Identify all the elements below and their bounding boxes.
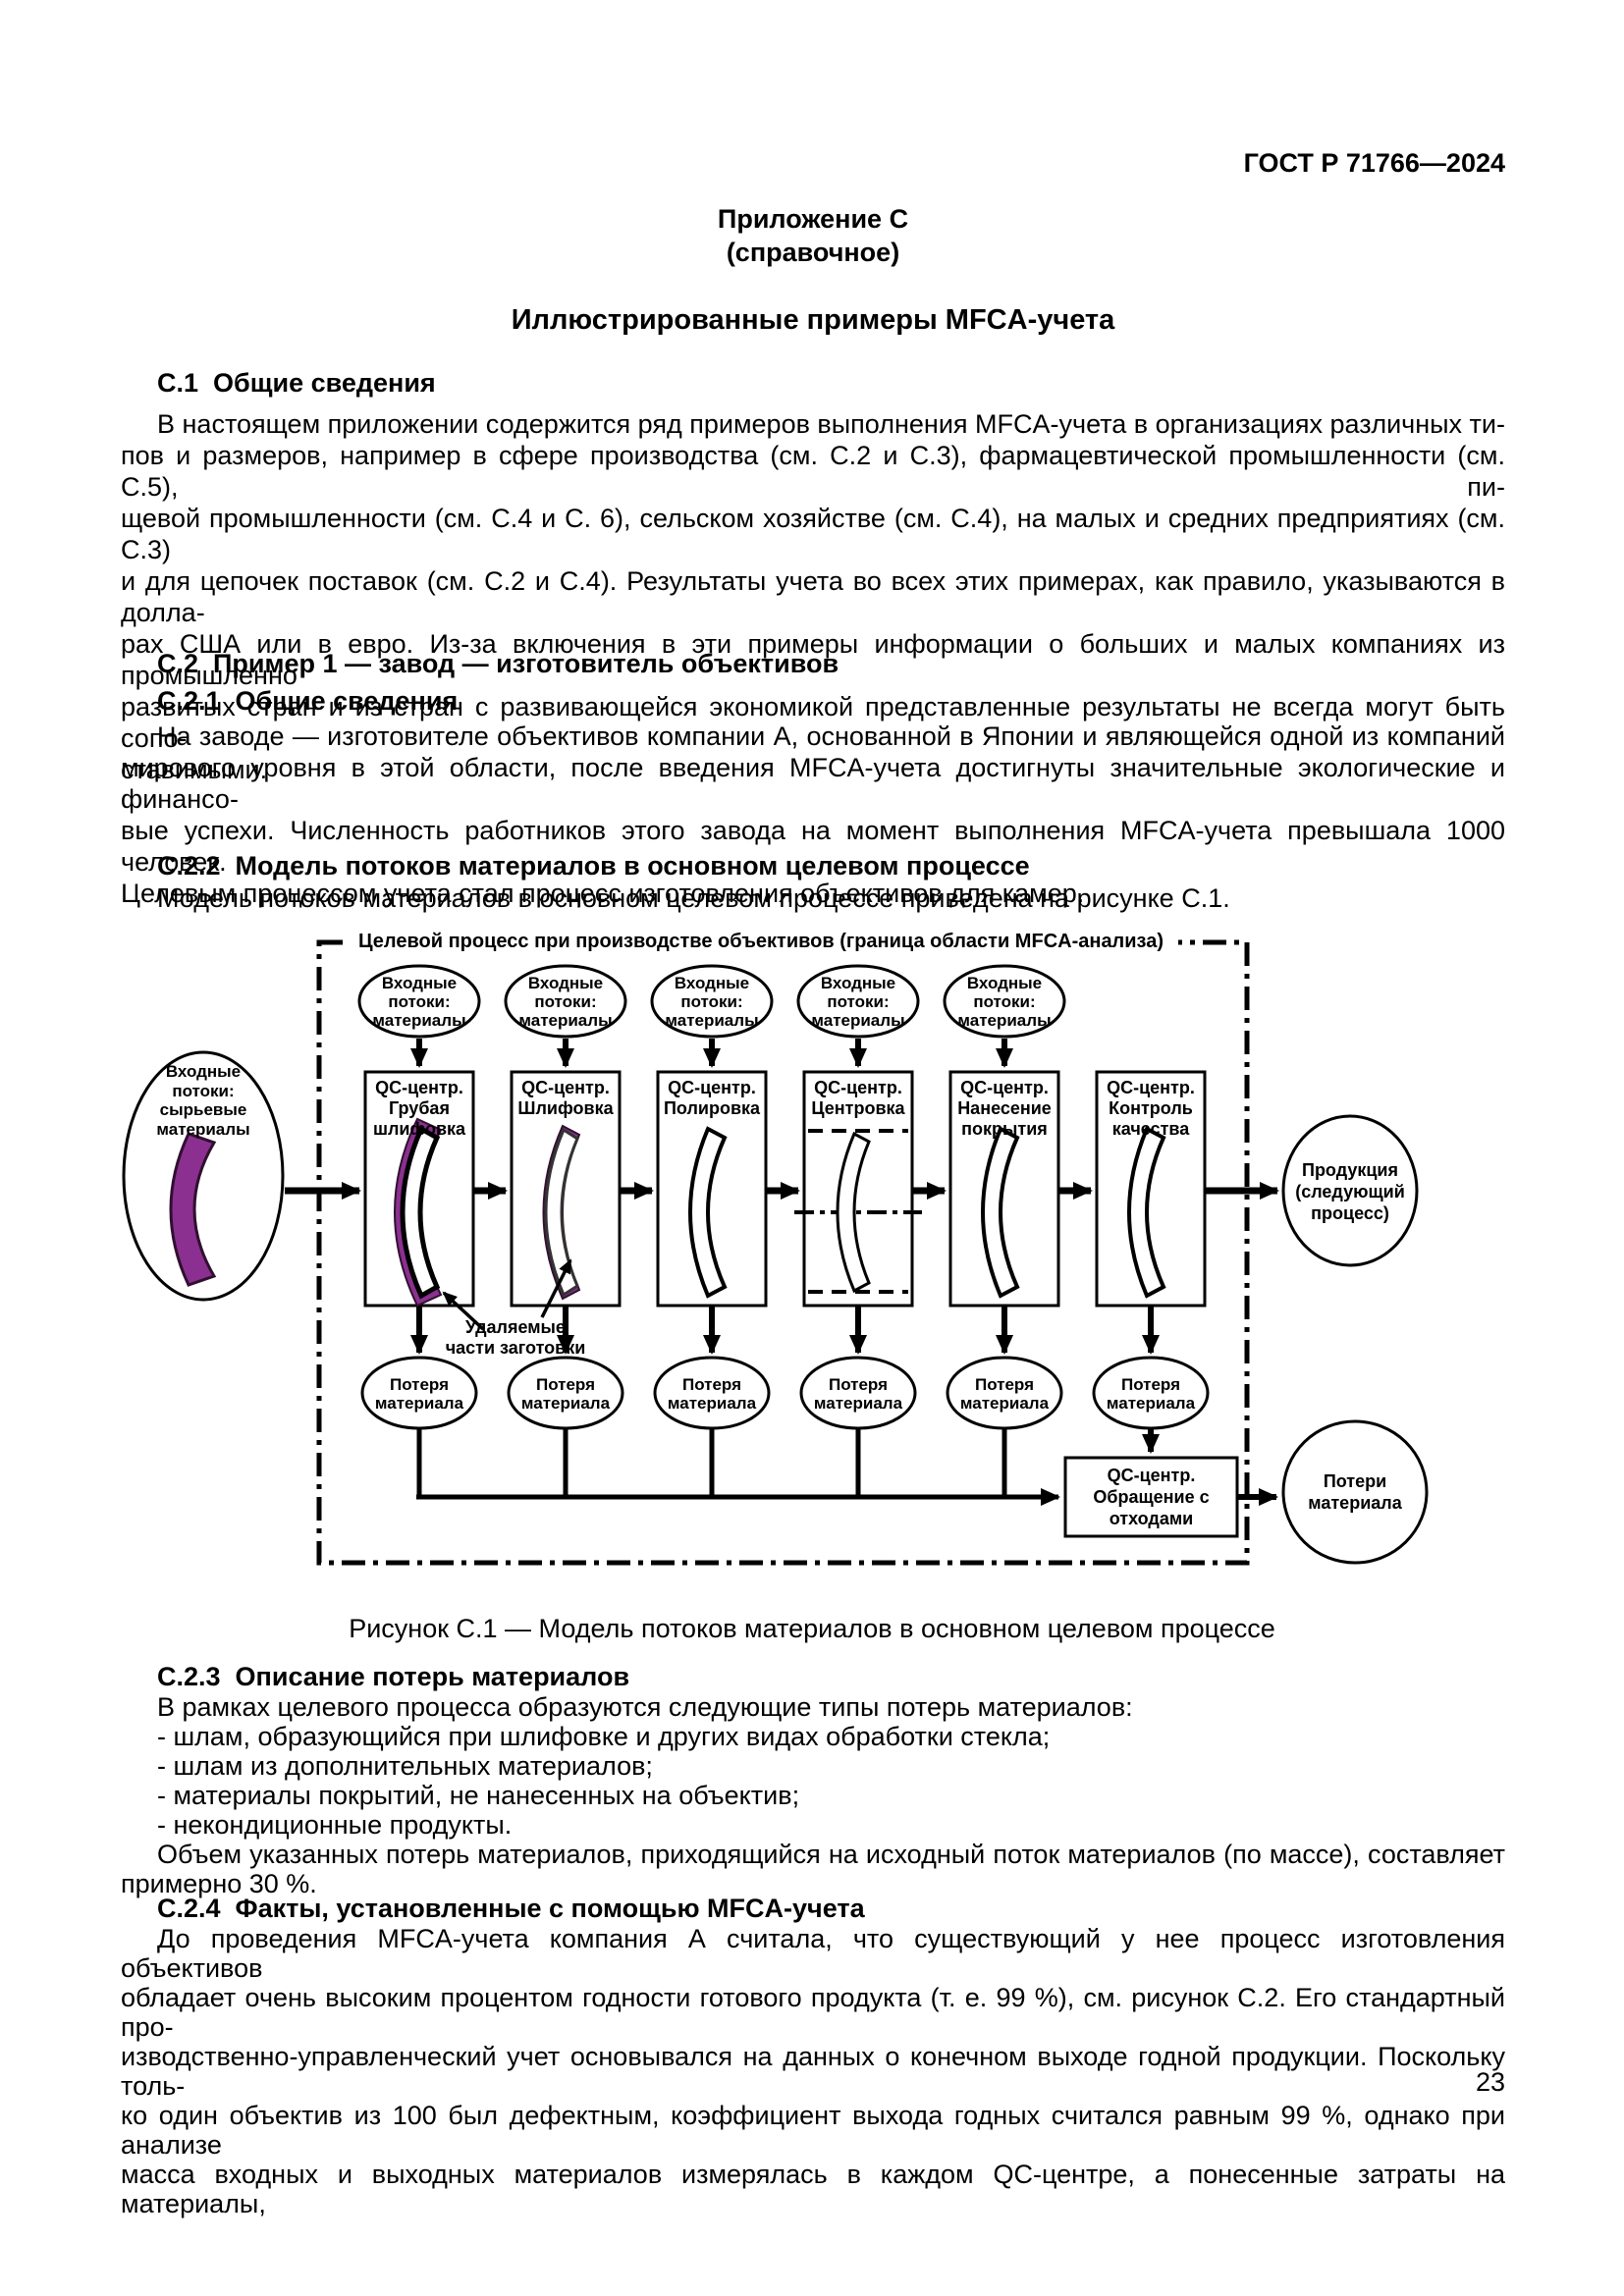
material-loss-ellipses <box>360 1356 1210 1430</box>
raw-materials-label: Входные потоки: сырьевые материалы <box>156 1062 250 1139</box>
waste-handling-label: QC-центр. Обращение с отходами <box>1093 1466 1210 1528</box>
waste-bus-lines <box>416 1427 1060 1506</box>
heading-c23: С.2.3 Описание потерь материалов <box>157 1662 630 1691</box>
text-line: масса входных и выходных материалов изме… <box>121 2160 1505 2218</box>
lens-coating <box>981 1126 1020 1299</box>
text-line: развитых стран и из стран с развивающейс… <box>121 692 1505 753</box>
product-label: Продукция (следующий процесс) <box>1295 1160 1405 1223</box>
text-line: Объем указанных потерь материалов, прихо… <box>157 1840 1505 1869</box>
qc-label-quality-control: QC-центр. Контроль качества <box>1107 1078 1195 1139</box>
appendix-type: (справочное) <box>726 238 900 267</box>
lens-polishing <box>688 1126 728 1299</box>
input-flow-ellipse <box>650 964 774 1039</box>
page-number: 23 <box>1475 2067 1505 2097</box>
text-line: мирового уровня в этой области, после вв… <box>121 753 1505 814</box>
qc-label-centering: QC-центр. Центровка <box>811 1078 905 1118</box>
input-flow-label: Входные потоки: материалы <box>518 974 613 1030</box>
figure-caption: Рисунок С.1 — Модель потоков материалов … <box>349 1614 1275 1643</box>
input-arrows <box>410 1039 1013 1068</box>
heading-c2: С.2 Пример 1 — завод — изготовитель объе… <box>157 649 839 678</box>
text-line: примерно 30 %. <box>121 1869 317 1898</box>
text-line: вые успехи. Численность работников этого… <box>121 816 1505 877</box>
material-loss-label: Потеря материала <box>959 1375 1050 1413</box>
heading-c1: С.1 Общие сведения <box>157 368 436 398</box>
qc-label-polishing: QC-центр. Полировка <box>663 1078 761 1118</box>
raw-materials-ellipse <box>122 1050 285 1302</box>
text-line: В рамках целевого процесса образуются сл… <box>157 1692 1133 1722</box>
doc-header: ГОСТ Р 71766—2024 <box>1243 148 1505 178</box>
text-line: - материалы покрытий, не нанесенных на о… <box>157 1781 800 1810</box>
figure-c1: Целевой процесс при производстве объекти… <box>0 913 1624 1659</box>
input-flow-label: Входные потоки: материалы <box>665 974 759 1030</box>
text-line: - шлам, образующийся при шлифовке и друг… <box>157 1722 1051 1751</box>
text-line: ставимыми. <box>121 755 268 784</box>
text-line: ко один объектив из 100 был дефектным, к… <box>121 2101 1505 2160</box>
losses-output-label: Потери материала <box>1308 1471 1402 1513</box>
input-flow-ellipse <box>357 964 481 1039</box>
paragraph-c22: Модель потоков материалов в основном цел… <box>121 882 1505 914</box>
qc-label-rough-grinding: QC-центр. Грубая шлифовка <box>372 1078 466 1139</box>
material-loss-label: Потеря материала <box>667 1375 757 1413</box>
heading-c22: С.2.2 Модель потоков материалов в основн… <box>157 851 1030 881</box>
raw-material-blank-shape <box>169 1132 217 1287</box>
text-line: До проведения MFCA-учета компания А счит… <box>121 1924 1505 1983</box>
lens-quality-control <box>1127 1126 1166 1299</box>
waste-handling-box <box>1063 1456 1239 1538</box>
boundary-title: Целевой процесс при производстве объекти… <box>344 929 1178 955</box>
figure-diagram <box>122 939 1429 1566</box>
material-loss-label: Потеря материала <box>813 1375 903 1413</box>
appendix-label: Приложение С <box>717 204 909 234</box>
material-loss-label: Потеря материала <box>1106 1375 1196 1413</box>
text-line: - шлам из дополнительных материалов; <box>157 1751 653 1781</box>
material-loss-label: Потеря материала <box>520 1375 611 1413</box>
text-line: Модель потоков материалов в основном цел… <box>157 883 1230 913</box>
qc-label-coating: QC-центр. Нанесение покрытия <box>957 1078 1052 1139</box>
heading-c24: С.2.4 Факты, установленные с помощью MFC… <box>157 1894 865 1923</box>
lens-centering <box>836 1131 871 1294</box>
input-flow-ellipse <box>504 964 627 1039</box>
page-title: Иллюстрированные примеры MFCA-учета <box>511 304 1115 336</box>
input-flow-ellipse <box>943 964 1066 1039</box>
text-line: и для цепочек поставок (см. С.2 и С.4). … <box>121 566 1505 627</box>
text-line: пов и размеров, например в сфере произво… <box>121 441 1505 502</box>
loss-arrows <box>410 1307 1160 1355</box>
input-flow-label: Входные потоки: материалы <box>811 974 905 1030</box>
product-ellipse <box>1281 1114 1419 1267</box>
text-line: Целевым процессом учета стал процесс изг… <box>121 879 1085 908</box>
input-flow-label: Входные потоки: материалы <box>372 974 466 1030</box>
removable-parts-arrows <box>442 1258 572 1331</box>
qc-label-grinding: QC-центр. Шлифовка <box>517 1078 614 1118</box>
paragraph-c24: До проведения MFCA-учета компания А счит… <box>121 1924 1505 2218</box>
heading-c21: С.2.1 Общие сведения <box>157 686 459 716</box>
text-line: изводственно-управленческий учет основыв… <box>121 2042 1505 2101</box>
text-line: обладает очень высоким процентом годност… <box>121 1983 1505 2042</box>
material-loss-label: Потеря материала <box>374 1375 464 1413</box>
input-flow-label: Входные потоки: материалы <box>957 974 1052 1030</box>
paragraph-c1: В настоящем приложении содержится ряд пр… <box>121 408 1505 785</box>
text-line: щевой промышленности (см. С.4 и С. 6), с… <box>121 504 1505 564</box>
paragraph-c21: На заводе — изготовителе объективов комп… <box>121 721 1505 909</box>
lens-rough-grinding <box>394 1117 443 1308</box>
input-flow-ellipse <box>796 964 920 1039</box>
removable-parts-label: Удаляемые части заготовки <box>445 1317 586 1358</box>
text-line: рах США или в евро. Из-за включения в эт… <box>121 629 1505 690</box>
losses-output-circle <box>1281 1419 1429 1565</box>
paragraph-c23: В рамках целевого процесса образуются сл… <box>121 1692 1505 1898</box>
lens-grinding <box>542 1124 581 1301</box>
text-line: На заводе — изготовителе объективов комп… <box>157 721 1505 751</box>
text-line: В настоящем приложении содержится ряд пр… <box>157 409 1505 439</box>
text-line: - некондиционные продукты. <box>157 1810 513 1840</box>
centering-guides <box>794 1129 922 1294</box>
